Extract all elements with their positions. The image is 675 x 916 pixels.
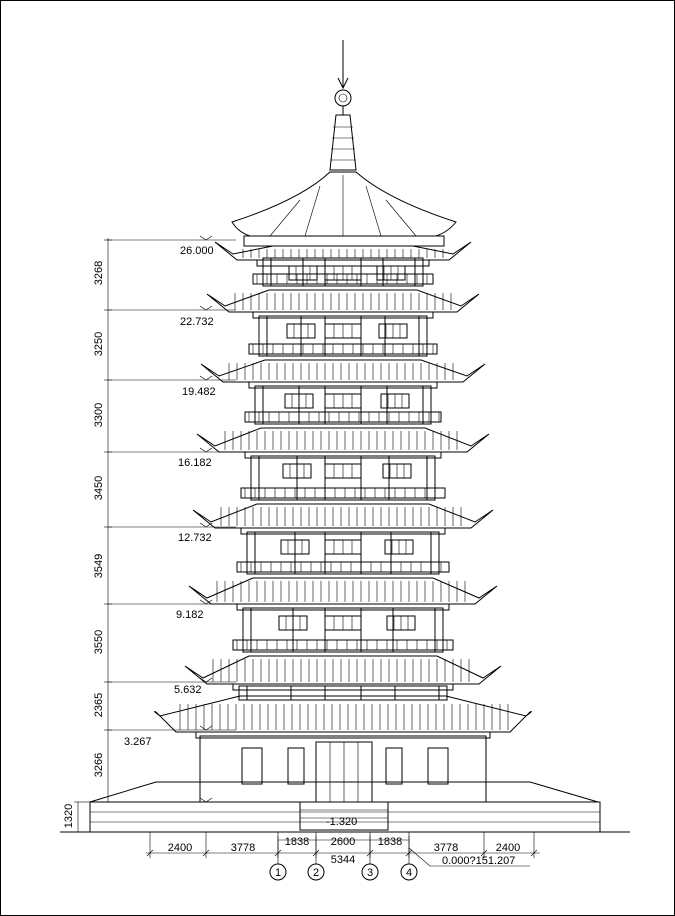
bottom-dim-label: 1838 <box>285 836 309 848</box>
bracket-band <box>232 683 454 691</box>
level-marker <box>199 599 213 605</box>
level-marker <box>199 797 213 803</box>
floor-6 <box>188 577 498 653</box>
eave-roof <box>184 655 502 685</box>
elevation-label: 9.182 <box>176 609 204 621</box>
dim-tick <box>146 849 154 857</box>
dim-tick <box>530 849 538 857</box>
podium <box>60 735 630 833</box>
axis-label: 3 <box>367 867 373 879</box>
elevation-label: 5.632 <box>174 684 202 696</box>
vertical-dim-label: 3550 <box>93 630 105 654</box>
elevation-label: 12.732 <box>178 532 212 544</box>
floor-wall <box>262 257 424 287</box>
eave-roof <box>206 289 480 313</box>
pagoda-floors <box>154 241 532 739</box>
floor-1 <box>214 241 472 287</box>
vertical-dim-label: 3300 <box>93 403 105 427</box>
eave-roof <box>200 359 486 383</box>
vertical-dim-label: 1320 <box>63 804 75 828</box>
dim-tick <box>480 849 488 857</box>
bracket-band <box>252 311 434 319</box>
bracket-band <box>240 527 446 535</box>
bracket-band <box>248 381 438 389</box>
elevation-label: 3.267 <box>124 736 152 748</box>
axis-label: 2 <box>313 867 319 879</box>
floor-2 <box>206 289 480 357</box>
floor-5 <box>192 503 494 575</box>
ground-elevation-label: -1.320 <box>326 816 357 828</box>
bottom-dim-label: 2600 <box>331 836 355 848</box>
balcony-railing <box>252 273 434 285</box>
dimension-lines <box>74 235 540 858</box>
bracket-band <box>256 259 430 267</box>
level-marker <box>199 235 213 241</box>
level-marker <box>199 305 213 311</box>
bottom-dim-label: 5344 <box>331 854 355 866</box>
level-marker <box>199 725 213 731</box>
level-marker <box>199 522 213 528</box>
bottom-dim-label: 1838 <box>378 836 402 848</box>
axis-label: 4 <box>406 867 412 879</box>
floor-wall <box>250 455 436 501</box>
elevation-label: 19.482 <box>182 386 216 398</box>
axis-label: 1 <box>275 867 281 879</box>
floor-3 <box>200 359 486 425</box>
bracket-band <box>236 603 450 611</box>
spire <box>329 40 357 171</box>
bottom-dim-label: 2400 <box>168 842 192 854</box>
labels: 26.000 22.732 19.482 16.182 12.732 9.182… <box>63 245 520 879</box>
elevation-label: 22.732 <box>180 316 214 328</box>
base-roof <box>154 695 532 739</box>
eave-roof <box>192 503 494 529</box>
elevation-label: 26.000 <box>180 245 214 257</box>
level-marker <box>199 677 213 683</box>
vertical-dim-label: 3250 <box>93 332 105 356</box>
elevation-label: 16.182 <box>178 457 212 469</box>
floor-wall <box>258 315 428 357</box>
level-marker <box>199 447 213 453</box>
dim-tick <box>202 849 210 857</box>
top-roof <box>231 171 457 247</box>
vertical-dim-label: 3266 <box>93 753 105 777</box>
balcony-railing <box>240 487 446 499</box>
bracket-band <box>195 731 491 739</box>
floor-wall <box>242 607 444 653</box>
balcony-railing <box>244 411 442 423</box>
floor-wall <box>238 685 448 701</box>
bottom-dim-label: 3778 <box>231 842 255 854</box>
floor-7 <box>184 655 502 701</box>
eave-roof <box>188 577 498 605</box>
bottom-dim-label: 2400 <box>496 842 520 854</box>
base-roof-outline <box>154 695 532 733</box>
vertical-dim-label: 3268 <box>93 261 105 285</box>
note-leader <box>408 847 530 867</box>
level-marker <box>199 375 213 381</box>
bracket-band <box>244 451 442 459</box>
floor-4 <box>196 427 490 501</box>
eave-roof <box>196 427 490 453</box>
axis-markers <box>269 836 418 881</box>
balcony-railing <box>236 561 450 573</box>
balcony-railing <box>232 639 454 651</box>
floor-wall <box>254 385 432 425</box>
eave-roof <box>214 241 472 261</box>
vertical-dim-label: 3549 <box>93 554 105 578</box>
floor-wall <box>246 531 440 575</box>
note-label: 0.000?151.207 <box>442 855 515 867</box>
bottom-dim-label: 3778 <box>434 842 458 854</box>
vertical-dim-label: 3450 <box>93 476 105 500</box>
vertical-dim-label: 2365 <box>93 693 105 717</box>
